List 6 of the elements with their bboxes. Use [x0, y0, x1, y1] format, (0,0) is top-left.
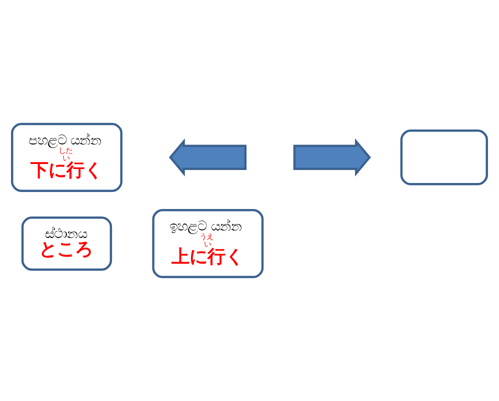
node-box: ඉහළට යන්න うえ い 上に行く: [152, 209, 264, 278]
node-box: පහළට යන්න した い 下に行く: [11, 122, 122, 192]
node-arrow: [168, 138, 247, 176]
node-box: ස්ථානය ところ: [21, 216, 112, 271]
node-arrow: [293, 138, 371, 176]
node-box: [400, 130, 488, 186]
